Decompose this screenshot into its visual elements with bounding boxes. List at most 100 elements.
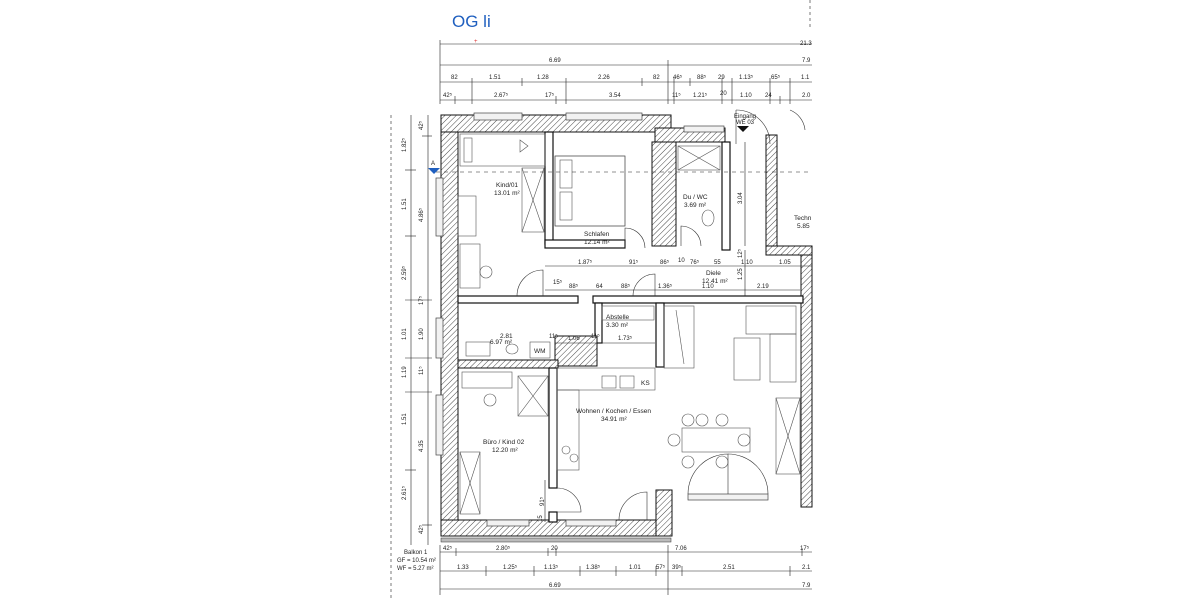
inner-walls (457, 131, 804, 523)
desks (459, 243, 513, 407)
room-name: Diele (706, 270, 721, 277)
dim-label: 7.9 (802, 58, 811, 64)
room-area: 12.14 m² (584, 239, 610, 246)
bathroom-fixtures (465, 145, 721, 359)
room-name: Büro / Kind 02 (483, 439, 525, 446)
section-arrow-icon (428, 168, 440, 174)
dim-label: 1.10 (740, 93, 752, 99)
dim-label: 17⁵ (800, 545, 810, 552)
bed-schlafen (554, 155, 626, 227)
dim-label: 88⁵ (569, 283, 579, 290)
dim-label: 1.1 (801, 75, 810, 81)
dim-label: 39⁵ (672, 564, 682, 571)
dim-label: 76⁵ (690, 259, 700, 266)
dim-label: 1.82⁵ (401, 137, 408, 152)
dim-label: 7.06 (675, 546, 687, 552)
balcony-wf: WF = 5.27 m² (397, 566, 434, 572)
wardrobes (457, 167, 801, 515)
dim-label: 1.01 (402, 328, 408, 340)
fridge-label: KS (641, 380, 650, 387)
dim-label: 17⁵ (545, 92, 555, 99)
washing-machine-label: WM (534, 348, 546, 355)
dim-label: 1.87⁵ (578, 259, 593, 266)
dim-label: 11⁵ (418, 366, 425, 375)
room-area: 3.30 m² (606, 322, 629, 329)
balcony-name: Balkon 1 (404, 550, 428, 556)
dim-label: 1.73⁵ (618, 335, 633, 342)
entrance-label: Eingang (734, 114, 756, 120)
left-dimensions: 1.82⁵ 1.51 2.59⁵ 1.01 1.19 1.51 2.61⁵ 42… (390, 115, 432, 600)
dim-label: 7.9 (802, 583, 811, 589)
dim-label: 4.35 (419, 440, 425, 452)
dim-label: 1.06 (568, 336, 580, 342)
room-area: 5.85 (797, 223, 810, 230)
entrance-marker: Eingang WE 03 (734, 114, 756, 132)
dim-label: 1.51 (489, 75, 501, 81)
dim-label: 88⁵ (697, 74, 707, 81)
top-dimensions: 21.3 6.69 7.9 82 1.51 1.28 2.26 82 46⁵ 8… (439, 0, 812, 104)
dim-label: 1.05 (779, 260, 791, 266)
bed-kind01 (459, 133, 546, 167)
dim-label: 15⁵ (553, 279, 563, 286)
room-name: 2.81 (500, 333, 513, 340)
entrance-arrow-icon (737, 126, 749, 132)
interior-dimensions: 1.87⁵ 91⁵ 86⁵ 10 76⁵ 55 1.10 1.05 15⁵ 88… (538, 142, 812, 522)
dim-label: 2.1 (802, 565, 811, 571)
dim-label: 1.01 (629, 565, 641, 571)
dim-label: 2.80⁵ (496, 545, 511, 552)
room-area: 34.91 m² (601, 416, 627, 423)
dim-label: 3.54 (609, 93, 621, 99)
room-area: 3.69 m² (684, 202, 707, 209)
room-area: 12.20 m² (492, 447, 518, 454)
dim-label: 20 (551, 546, 558, 552)
dim-label: 1.10 (702, 284, 714, 290)
dim-label: 2.67⁵ (494, 92, 509, 99)
room-name: Wohnen / Kochen / Essen (576, 408, 651, 415)
dim-label: 21.3 (800, 41, 812, 47)
dim-label: 42⁵ (418, 120, 425, 130)
dim-label: 2.26 (598, 75, 610, 81)
dim-label: 1.13⁵ (544, 564, 559, 571)
dim-label: 20 (720, 91, 727, 97)
dim-label: 17⁵ (418, 295, 425, 305)
section-marker: A (428, 161, 812, 174)
dim-label: 1.51 (402, 413, 408, 425)
balcony-gf: GF = 10.54 m² (397, 558, 436, 564)
kitchen (556, 305, 695, 471)
dim-label: 1.10 (741, 260, 753, 266)
dim-label: 1.51 (402, 198, 408, 210)
room-name: Du / WC (683, 194, 708, 201)
room-area: 12.41 m² (702, 278, 728, 285)
dim-label: 1.21⁵ (693, 92, 708, 99)
room-name: Schlafen (584, 231, 610, 238)
dim-label: 1.28 (537, 75, 549, 81)
dim-label: 15 (538, 515, 544, 522)
dim-label: 86⁵ (660, 259, 670, 266)
dim-label: 1.13⁵ (739, 74, 754, 81)
dim-label: 2.61⁵ (401, 485, 408, 500)
dim-label: 82 (451, 75, 458, 81)
dim-label: 2.59⁵ (401, 265, 408, 280)
dim-label: 2.0 (802, 93, 811, 99)
dim-label: 2.19 (757, 284, 769, 290)
balcony: Balkon 1 GF = 10.54 m² WF = 5.27 m² (397, 537, 672, 572)
dim-label: 10 (678, 258, 685, 264)
dim-label: 46⁵ (673, 74, 683, 81)
windows (435, 112, 769, 527)
dim-label: 82 (653, 75, 660, 81)
red-mark: + (474, 39, 478, 45)
dim-label: 3.04 (738, 192, 744, 204)
room-name: Kind/01 (496, 182, 518, 189)
dim-label: 2.51 (723, 565, 735, 571)
dim-label: 65⁵ (771, 74, 781, 81)
dim-label: 1.90 (419, 328, 425, 340)
dim-label: 1.25 (738, 268, 744, 280)
room-area: 13.01 m² (494, 190, 520, 197)
room-name: Techn (794, 215, 812, 222)
dim-label: 42⁵ (418, 524, 425, 534)
room-area: 6.97 m² (490, 339, 513, 346)
dim-label: 11⁵ (549, 333, 558, 340)
dim-label: 12⁵ (737, 248, 744, 258)
doors (516, 109, 806, 521)
